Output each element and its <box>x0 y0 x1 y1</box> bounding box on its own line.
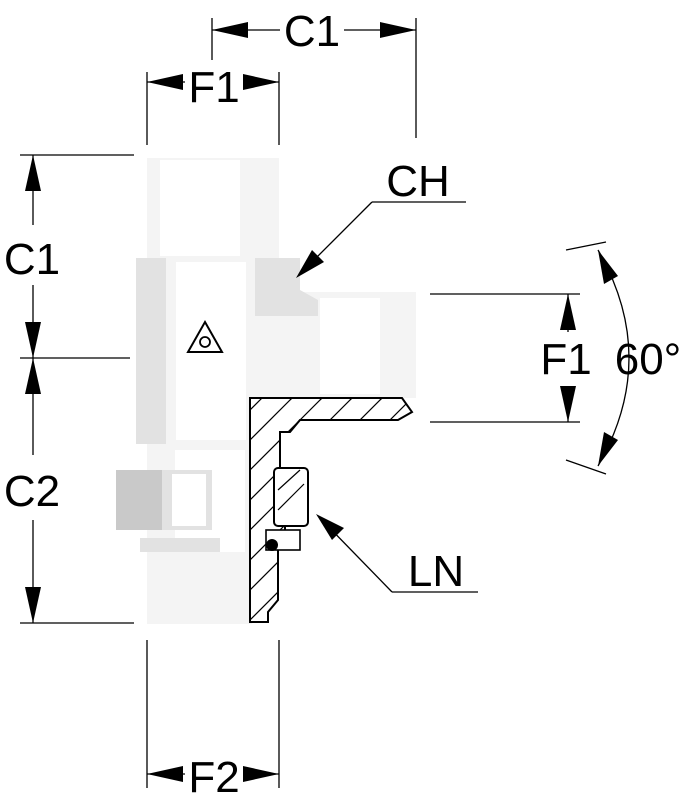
label-f2-bottom: F2 <box>188 753 239 800</box>
ch-hex-shading <box>255 258 318 316</box>
label-angle: 60° <box>615 335 682 384</box>
label-f1-top: F1 <box>188 63 239 112</box>
dimension-lines <box>20 18 630 788</box>
o-ring <box>266 539 278 551</box>
label-ln: LN <box>408 547 464 596</box>
label-c1-top: C1 <box>284 7 340 56</box>
manufacturer-logo-icon <box>186 319 224 353</box>
washer <box>140 538 220 552</box>
label-f1-right: F1 <box>540 335 591 384</box>
label-ch: CH <box>386 157 450 206</box>
label-c2-left: C2 <box>4 467 60 516</box>
locknut-dark-face <box>116 470 162 530</box>
dimension-labels: C1 F1 C1 C2 CH F1 60° LN F2 <box>4 7 681 800</box>
label-c1-left: C1 <box>4 235 60 284</box>
fitting-body <box>116 158 416 624</box>
